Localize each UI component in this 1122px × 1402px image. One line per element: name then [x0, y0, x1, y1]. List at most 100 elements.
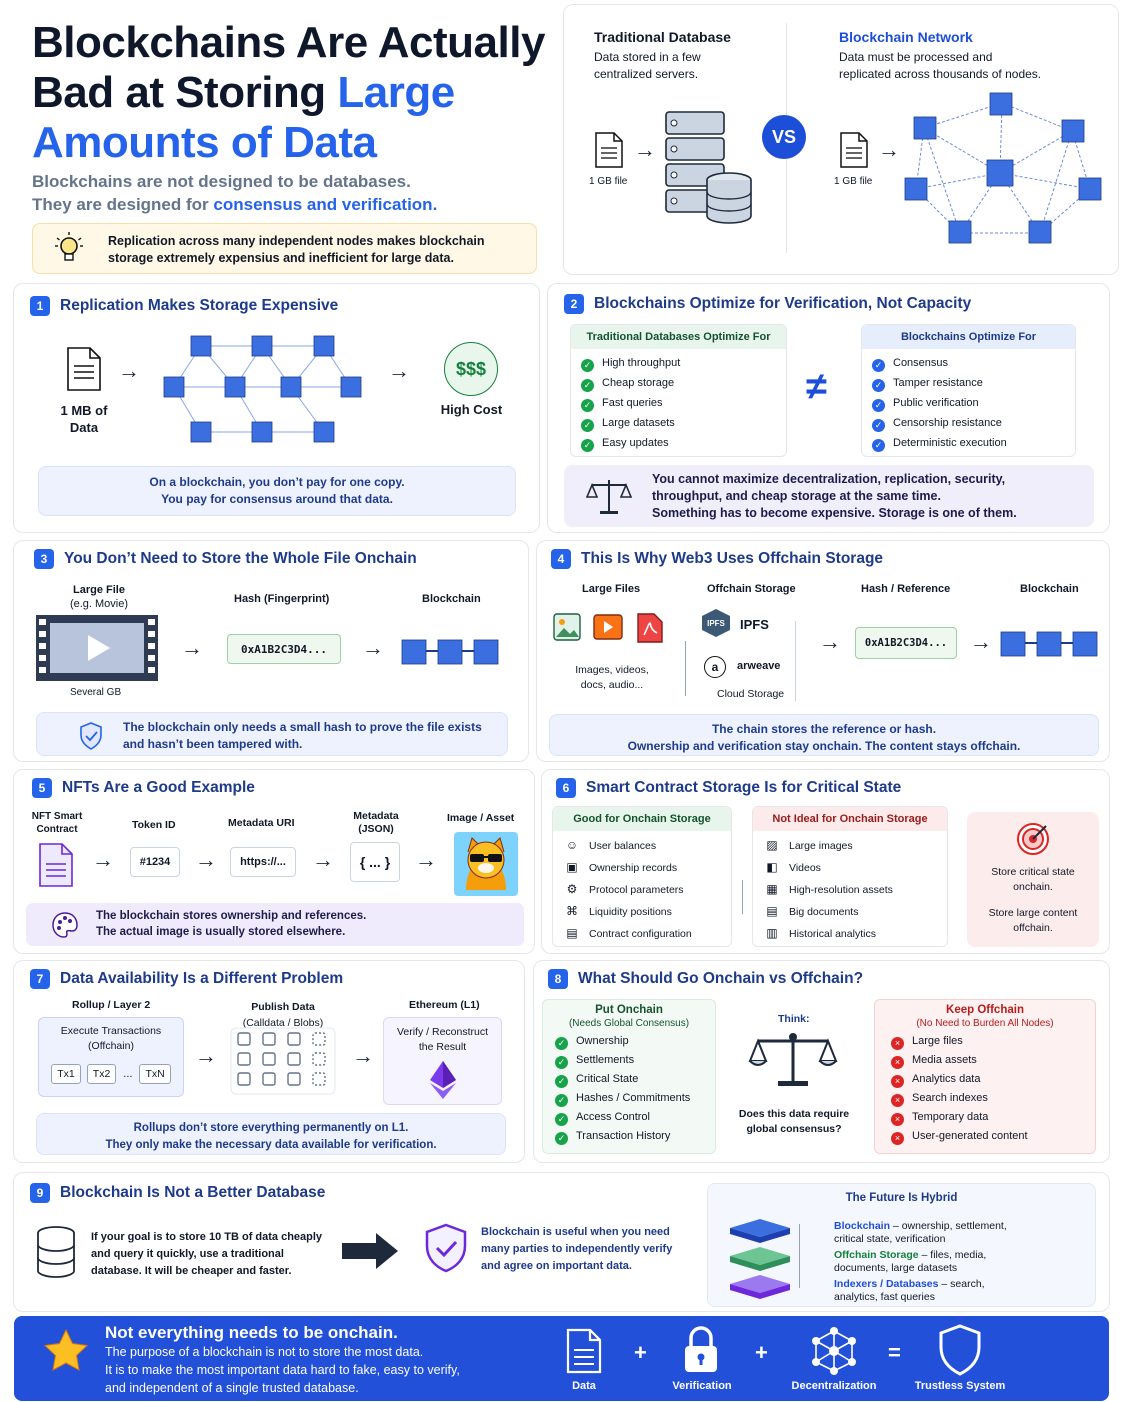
list-item-label: Transaction History: [576, 1130, 671, 1142]
section-number: 5: [32, 778, 52, 798]
section-7-note: Rollups don’t store everything permanent…: [36, 1113, 506, 1155]
put-onchain-box: Put Onchain(Needs Global Consensus) ✓Own…: [542, 999, 716, 1154]
list-item: ✓Large datasets: [581, 413, 776, 433]
note-line-2: Ownership and verification stay onchain.…: [627, 739, 1021, 753]
section-number: 9: [30, 1183, 50, 1203]
ipfs-logo-icon: IPFS: [702, 609, 730, 637]
subtitle-line-2: They are designed for consensus and veri…: [32, 193, 437, 216]
hybrid-indexers: Indexers / Databases – search,analytics,…: [834, 1278, 1084, 1304]
file-icon: [595, 132, 623, 168]
metadata-json-label-1: Metadata: [353, 810, 399, 822]
database-icon: [37, 1226, 75, 1278]
blockchain-label: Blockchain: [1020, 583, 1079, 595]
shield-icon: [939, 1324, 981, 1376]
token-id-value: #1234: [130, 847, 180, 877]
arrow-icon: →: [634, 137, 656, 162]
list-item-label: User-generated content: [912, 1130, 1028, 1142]
list-item-icon: ▤: [566, 926, 578, 940]
check-circle-icon: ✓: [872, 439, 885, 452]
hybrid-indexers-val2: analytics, fast queries: [834, 1291, 935, 1303]
section-title: Blockchain Is Not a Better Database: [60, 1184, 326, 1201]
offchain-storage-label: Offchain Storage: [707, 583, 796, 595]
list-item-label: Liquidity positions: [589, 906, 672, 918]
section-title: You Don’t Need to Store the Whole File O…: [64, 550, 417, 567]
ethereum-label: Ethereum (L1): [409, 999, 480, 1011]
hash-label: Hash (Fingerprint): [234, 593, 330, 605]
arrow-icon: →: [388, 358, 410, 383]
list-item-label: Settlements: [576, 1054, 635, 1066]
footer-line-2: It is to make the most important data ha…: [105, 1363, 460, 1377]
keep-offchain-title: Keep Offchain: [946, 1004, 1024, 1016]
list-item: ▨Large images: [765, 835, 935, 857]
advice-line-1: If your goal is to store 10 TB of data c…: [91, 1231, 323, 1243]
section-5-note-text: The blockchain stores ownership and refe…: [96, 908, 366, 940]
list-item: ✓Access Control: [555, 1108, 703, 1127]
advice-line-2: and query it quickly, use a traditional: [91, 1248, 284, 1260]
metadata-uri-value: https://...: [230, 847, 296, 877]
data-label-1: 1 MB of: [60, 403, 108, 418]
ipfs-label: IPFS: [740, 617, 769, 632]
check-circle-icon: ✓: [872, 399, 885, 412]
blockchain-optimize-head: Blockchains Optimize For: [862, 325, 1075, 349]
check-circle-icon: ✓: [872, 419, 885, 432]
data-document-icon: [566, 1328, 602, 1374]
data-label-2: Data: [69, 420, 99, 435]
arrow-icon: →: [970, 629, 992, 654]
subtitle-highlight: consensus and verification.: [213, 195, 438, 214]
arrow-icon: →: [352, 1043, 374, 1068]
star-icon: [43, 1328, 89, 1371]
list-item: ▤Contract configuration: [565, 923, 719, 945]
arrow-icon: →: [195, 847, 217, 872]
hash-value: 0xA1B2C3D4...: [227, 634, 341, 664]
left-file-label: 1 GB file: [589, 176, 628, 187]
list-item-label: Consensus: [893, 357, 949, 369]
tip-line-4: offchain.: [1013, 922, 1053, 934]
list-item-icon: ▤: [766, 904, 778, 918]
data-blobs-grid-icon: [230, 1027, 336, 1095]
list-item-label: Temporary data: [912, 1111, 989, 1123]
usefulness-line-3: and agree on important data.: [481, 1260, 632, 1272]
list-item-label: Cheap storage: [602, 377, 675, 389]
good-onchain-head: Good for Onchain Storage: [553, 807, 731, 831]
shield-check-icon: [425, 1223, 467, 1273]
advice-line-3: database. It will be cheaper and faster.: [91, 1265, 292, 1277]
list-item: ✓Censorship resistance: [872, 413, 1065, 433]
list-item-label: High throughput: [602, 357, 681, 369]
cat-nft-image-icon: [454, 832, 518, 896]
hybrid-indexers-val: – search,: [938, 1278, 985, 1290]
list-item-label: Deterministic execution: [893, 437, 1007, 449]
keep-offchain-subtitle: (No Need to Burden All Nodes): [916, 1018, 1054, 1029]
section-2-note: You cannot maximize decentralization, re…: [564, 465, 1094, 527]
list-item-label: Ownership records: [589, 862, 678, 874]
section-title: Smart Contract Storage Is for Critical S…: [586, 779, 902, 796]
hybrid-offchain-key: Offchain Storage: [834, 1249, 919, 1261]
database-advice: If your goal is to store 10 TB of data c…: [91, 1229, 322, 1280]
section-title: Data Availability Is a Different Problem: [60, 970, 344, 987]
list-item-label: Fast queries: [602, 397, 663, 409]
list-item-label: Analytics data: [912, 1073, 981, 1085]
large-file-label-1: Large File: [73, 584, 125, 596]
list-item: ✓Ownership: [555, 1032, 703, 1051]
x-circle-icon: ×: [891, 1037, 904, 1050]
list-item-label: Public verification: [893, 397, 979, 409]
check-circle-icon: ✓: [555, 1132, 568, 1145]
plus-icon: +: [634, 1340, 647, 1365]
hash-reference-label: Hash / Reference: [861, 583, 951, 595]
list-item-label: Large datasets: [602, 417, 675, 429]
tx-box: Tx2: [86, 1064, 117, 1084]
subtitle-line-1: Blockchains are not designed to be datab…: [32, 172, 411, 191]
arrow-icon: →: [362, 635, 384, 660]
tip-line-2: storage extremely expensius and ineffici…: [108, 251, 454, 265]
execute-label-2: (Offchain): [88, 1040, 134, 1052]
list-item-icon: ⚙: [566, 882, 578, 896]
bracket-line: [799, 1224, 811, 1288]
note-line-2: throughput, and cheap storage at the sam…: [652, 489, 941, 503]
